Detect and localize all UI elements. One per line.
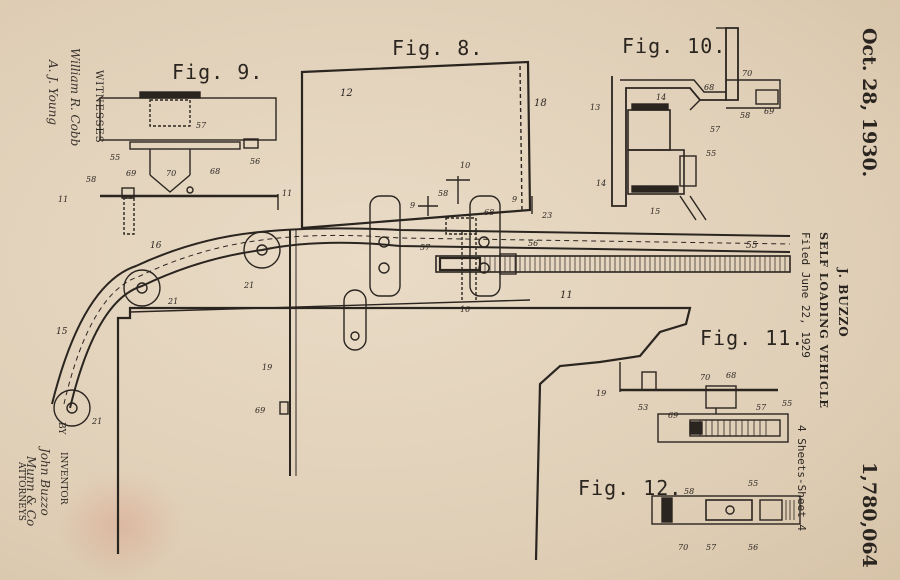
- svg-text:58: 58: [740, 111, 750, 120]
- svg-text:18: 18: [534, 98, 547, 109]
- svg-text:70: 70: [678, 543, 688, 552]
- svg-text:68: 68: [210, 167, 220, 176]
- svg-text:12: 12: [340, 88, 353, 99]
- svg-text:19: 19: [596, 389, 606, 398]
- svg-text:9: 9: [512, 195, 517, 204]
- svg-text:55: 55: [110, 153, 120, 162]
- svg-text:58: 58: [86, 175, 96, 184]
- svg-text:11: 11: [58, 195, 68, 204]
- svg-text:9: 9: [410, 201, 415, 210]
- svg-text:55: 55: [748, 479, 758, 488]
- svg-text:21: 21: [91, 417, 102, 426]
- fig-11-drawing: 19 53 69 70 68 57 55: [596, 362, 792, 442]
- svg-text:55: 55: [782, 399, 792, 408]
- svg-text:69: 69: [668, 411, 678, 420]
- svg-text:58: 58: [684, 487, 694, 496]
- svg-text:14: 14: [596, 179, 606, 188]
- fig-12-drawing: 58 55 70 57 56: [652, 479, 800, 552]
- svg-text:69: 69: [255, 406, 265, 415]
- svg-text:56: 56: [250, 157, 260, 166]
- svg-text:53: 53: [638, 403, 648, 412]
- fig-8-drawing: 12 18 10 9 9 58 68 57 56 23 10: [302, 62, 552, 350]
- svg-text:57: 57: [420, 243, 431, 252]
- svg-text:21: 21: [167, 297, 178, 306]
- svg-text:15: 15: [56, 327, 68, 337]
- svg-text:11: 11: [560, 290, 573, 301]
- svg-text:57: 57: [756, 403, 767, 412]
- svg-text:69: 69: [764, 107, 774, 116]
- svg-text:68: 68: [704, 83, 714, 92]
- svg-text:70: 70: [742, 69, 752, 78]
- svg-text:14: 14: [656, 93, 666, 102]
- svg-text:15: 15: [650, 207, 660, 216]
- fig-10-drawing: 13 14 14 15 57 55 70 68 58 69: [590, 28, 780, 220]
- svg-text:16: 16: [150, 241, 162, 251]
- svg-text:56: 56: [748, 543, 758, 552]
- svg-text:57: 57: [196, 121, 207, 130]
- svg-text:19: 19: [262, 363, 272, 372]
- svg-text:55: 55: [706, 149, 716, 158]
- svg-text:70: 70: [700, 373, 710, 382]
- svg-text:68: 68: [726, 371, 736, 380]
- svg-text:70: 70: [166, 169, 176, 178]
- svg-text:21: 21: [243, 281, 254, 290]
- svg-text:10: 10: [460, 161, 470, 170]
- svg-text:10: 10: [460, 305, 470, 314]
- svg-text:55: 55: [746, 241, 758, 251]
- svg-text:58: 58: [438, 189, 448, 198]
- fig-9-drawing: 58 69 70 68 55 57 56 11 11: [58, 92, 292, 234]
- svg-text:13: 13: [590, 103, 600, 112]
- svg-text:57: 57: [710, 125, 721, 134]
- svg-text:23: 23: [541, 211, 552, 220]
- svg-text:57: 57: [706, 543, 717, 552]
- svg-text:69: 69: [126, 169, 136, 178]
- svg-text:68: 68: [484, 208, 494, 217]
- svg-text:11: 11: [282, 189, 292, 198]
